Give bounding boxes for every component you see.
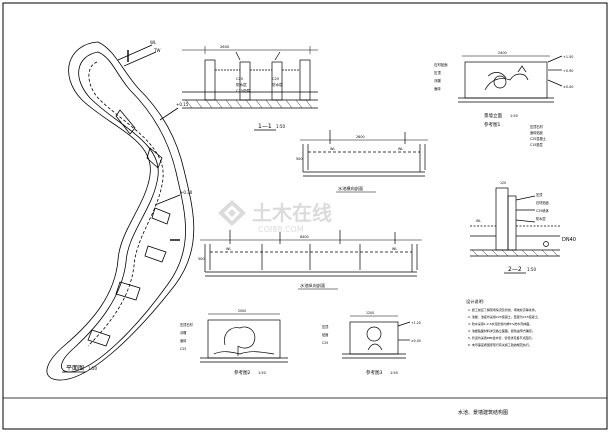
svg-text:WL: WL [398,147,403,151]
svg-text:石材贴面: 石材贴面 [434,62,448,67]
svg-text:面砖: 面砖 [180,338,187,343]
note-line: 4. 池壁贴面材料详见各立面图，颜色由甲方确定。 [468,328,535,333]
section-2-2-notes: 120 压顶 石材贴面 C25墙体 防水层 WL [476,181,549,223]
svg-text:+1.20: +1.20 [411,321,421,325]
sheet-title: 水池、景墙建筑结构图 [458,409,508,416]
section-2-2-hatch [471,249,559,257]
note-line: 3. 防水采用1:2.5水泥砂浆内掺5%防水剂抹面。 [468,321,532,326]
svg-text:C15垫层: C15垫层 [236,88,251,93]
plan-scale: 1:50 [88,366,97,371]
pool-longitudinal-section [200,230,422,277]
note-line: 1. 施工前应了解现场情况及管线、场地标高等条件。 [468,307,538,312]
svg-text:压顶石材: 压顶石材 [180,322,194,327]
ref2-label: 参考图2 [234,369,250,376]
svg-text:压顶: 压顶 [536,193,543,197]
ref3-scale: 1:50 [390,371,398,375]
note-line: 5. 管道均采用PPR给水管，管径详见各节点图示。 [468,335,535,340]
svg-text:面砖: 面砖 [434,86,441,91]
wall-right-notes: 压顶石材 面砖贴面 C25混凝土 C15垫层 [530,124,547,147]
svg-text:压顶: 压顶 [434,71,441,75]
pool-horiz-label: 水池横向剖面 [338,185,363,192]
svg-text:WL: WL [476,219,481,223]
reference-3 [342,315,411,359]
svg-text:+0.15: +0.15 [176,102,189,107]
svg-text:压顶石材: 压顶石材 [530,124,544,129]
svg-text:1200: 1200 [366,311,374,315]
section-2-2-label: 2—2 [508,266,522,273]
svg-text:WL: WL [392,247,397,251]
reference-2 [200,313,288,363]
wall-elev-scale: 1:50 [510,114,518,118]
svg-text:+0.90: +0.90 [563,69,573,73]
svg-text:防水层: 防水层 [536,216,546,221]
pool-horizontal-notes: 2600 500 WL WL [296,135,403,161]
svg-text:C25混凝土: C25混凝土 [530,136,547,141]
svg-text:2000: 2000 [238,309,246,313]
reference-3-notes: 1200 压顶 贴面 C25 +1.20 ±0.00 [322,311,421,345]
section-1-1-label: 1—1 [258,123,272,130]
svg-text:面砖贴面: 面砖贴面 [530,130,543,135]
wall-elevation-notes: 2400 石材贴面 压顶 浮雕 面砖 +1.50 +0.90 ±0.00 [434,51,573,91]
svg-text:C25: C25 [180,347,186,351]
svg-text:C25: C25 [272,77,279,81]
svg-text:C25墙体: C25墙体 [536,208,549,213]
sheet-border [2,2,608,430]
reference-2-notes: 2000 压顶石材 浮雕 面砖 C25 [180,309,246,351]
section-2-2-scale: 1:50 [527,267,536,272]
section-1-1-notes: 2600 C25 防水层 C15垫层 C25 防水层 [220,45,283,93]
note-line: 6. 未尽事宜按国家现行有关施工验收规范执行。 [468,342,532,347]
svg-text:2400: 2400 [498,51,507,55]
dn40-label: DN40 [562,237,576,243]
plan-view [46,41,195,381]
watermark: 土木在线 COI88.COM [218,200,332,234]
notes-list: 1. 施工前应了解现场情况及管线、场地标高等条件。 2. 池壁、池底均采用C25… [468,307,541,347]
svg-text:WL: WL [226,247,231,251]
svg-text:WL: WL [330,147,335,151]
svg-text:TW: TW [153,48,160,53]
svg-text:+0.30: +0.30 [180,190,193,195]
plan-annotations: WL TW +0.15 +0.30 [150,40,193,195]
pool-long-label: 水池纵向剖面 [300,282,325,289]
svg-text:防水层: 防水层 [236,82,247,87]
svg-text:±0.00: ±0.00 [563,85,573,89]
ref2-scale: 1:50 [258,371,266,375]
svg-text:C25: C25 [322,341,328,345]
svg-text:500: 500 [198,257,204,261]
watermark-text: 土木在线 [252,201,332,225]
svg-text:防水层: 防水层 [272,82,283,87]
svg-text:2600: 2600 [220,45,230,49]
section-1-1-scale: 1:50 [276,124,285,129]
svg-text:500: 500 [296,157,302,161]
watermark-logo-icon [218,200,246,226]
svg-text:±0.00: ±0.00 [411,339,421,343]
svg-text:8400: 8400 [300,235,309,239]
svg-text:2600: 2600 [356,135,365,139]
ref3-label: 参考图3 [366,369,382,376]
svg-text:贴面: 贴面 [322,332,328,337]
section-1-1 [182,46,318,109]
svg-text:C25: C25 [236,77,243,81]
svg-text:压顶: 压顶 [322,325,329,329]
ref1-label: 参考图1 [484,121,500,128]
plan-label: 平面图 [66,365,84,372]
pool-horizontal-section [300,130,428,177]
section-1-1-hatch [185,99,313,109]
notes-title: 设计说明: [466,298,484,305]
pool-longitudinal-notes: 8400 500 WL WL [198,235,397,261]
svg-text:WL: WL [150,40,157,45]
note-line: 2. 池壁、池底均采用C25混凝土，垫层为C15混凝土。 [468,314,541,319]
svg-text:浮雕: 浮雕 [180,330,187,335]
svg-text:C15垫层: C15垫层 [530,142,543,147]
wall-elev-label: 景墙立面 [484,112,502,119]
svg-text:120: 120 [500,181,506,185]
watermark-url: COI88.COM [258,225,304,234]
svg-text:+1.50: +1.50 [563,55,573,59]
wall-elevation [458,55,563,103]
svg-text:石材贴面: 石材贴面 [536,200,549,205]
svg-text:浮雕: 浮雕 [434,78,441,83]
